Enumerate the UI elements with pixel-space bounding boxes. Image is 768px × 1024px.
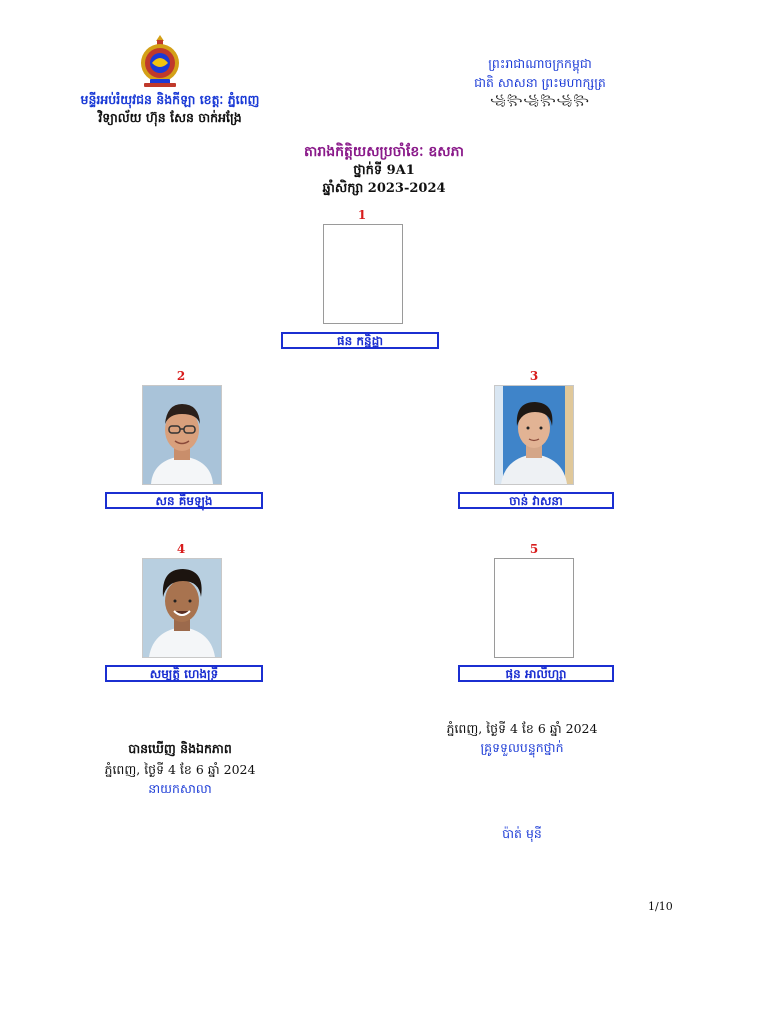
rank-number: 2 bbox=[176, 369, 186, 383]
ministry-name: មន្ទីរអប់រំយុវជន និងកីឡា ខេត្តៈ ភ្នំពេញ bbox=[80, 92, 260, 107]
student-photo bbox=[142, 385, 222, 485]
school-emblem-icon bbox=[136, 33, 184, 91]
rank-number: 3 bbox=[529, 369, 539, 383]
student-name-box: ចាន់ វាសនា bbox=[458, 492, 614, 509]
student-photo bbox=[142, 558, 222, 658]
teacher-name: ប៉ាត់ មុនី bbox=[502, 826, 542, 841]
academic-year: ឆ្នាំសិក្សា 2023-2024 bbox=[322, 181, 446, 196]
rank-number: 5 bbox=[529, 542, 539, 556]
student-name-box: សម្បត្តិ ហេងទ្រី bbox=[105, 665, 263, 682]
ornament-divider: ꧁꧂꧁꧂꧁꧂ bbox=[490, 95, 590, 106]
school-name: វិទ្យាល័យ ហ៊ុន សែន ចាក់អង្រែ bbox=[98, 110, 242, 125]
student-photo-empty bbox=[323, 224, 403, 324]
principal-title: នាយកសាលា bbox=[148, 781, 212, 796]
student-photo bbox=[494, 385, 574, 485]
page-title: តារាងកិត្តិយសប្រចាំខែៈ ឧសភា bbox=[304, 144, 464, 160]
approval-label: បានឃើញ និងឯកភាព bbox=[128, 741, 232, 756]
student-photo-empty bbox=[494, 558, 574, 658]
teacher-title: គ្រូទទួលបន្ទុកថ្នាក់ bbox=[480, 740, 564, 755]
student-name-box: ផុន អាលីហ្សា bbox=[458, 665, 614, 682]
student-name-box: សន គីមឡុង bbox=[105, 492, 263, 509]
teacher-date: ភ្នំពេញ, ថ្ងៃទី 4 ខែ 6 ឆ្នាំ 2024 bbox=[446, 721, 598, 736]
student-name-box: ផន កន្និដ្ឋា bbox=[281, 332, 439, 349]
page-number: 1/10 bbox=[648, 900, 673, 913]
class-grade: ថ្នាក់ទី 9A1 bbox=[353, 163, 415, 178]
kingdom-heading: ព្រះរាជាណាចក្រកម្ពុជា bbox=[488, 56, 592, 71]
national-motto: ជាតិ សាសនា ព្រះមហាក្សត្រ bbox=[474, 75, 606, 90]
rank-number: 1 bbox=[357, 208, 367, 222]
approval-date: ភ្នំពេញ, ថ្ងៃទី 4 ខែ 6 ឆ្នាំ 2024 bbox=[104, 762, 256, 777]
rank-number: 4 bbox=[176, 542, 186, 556]
